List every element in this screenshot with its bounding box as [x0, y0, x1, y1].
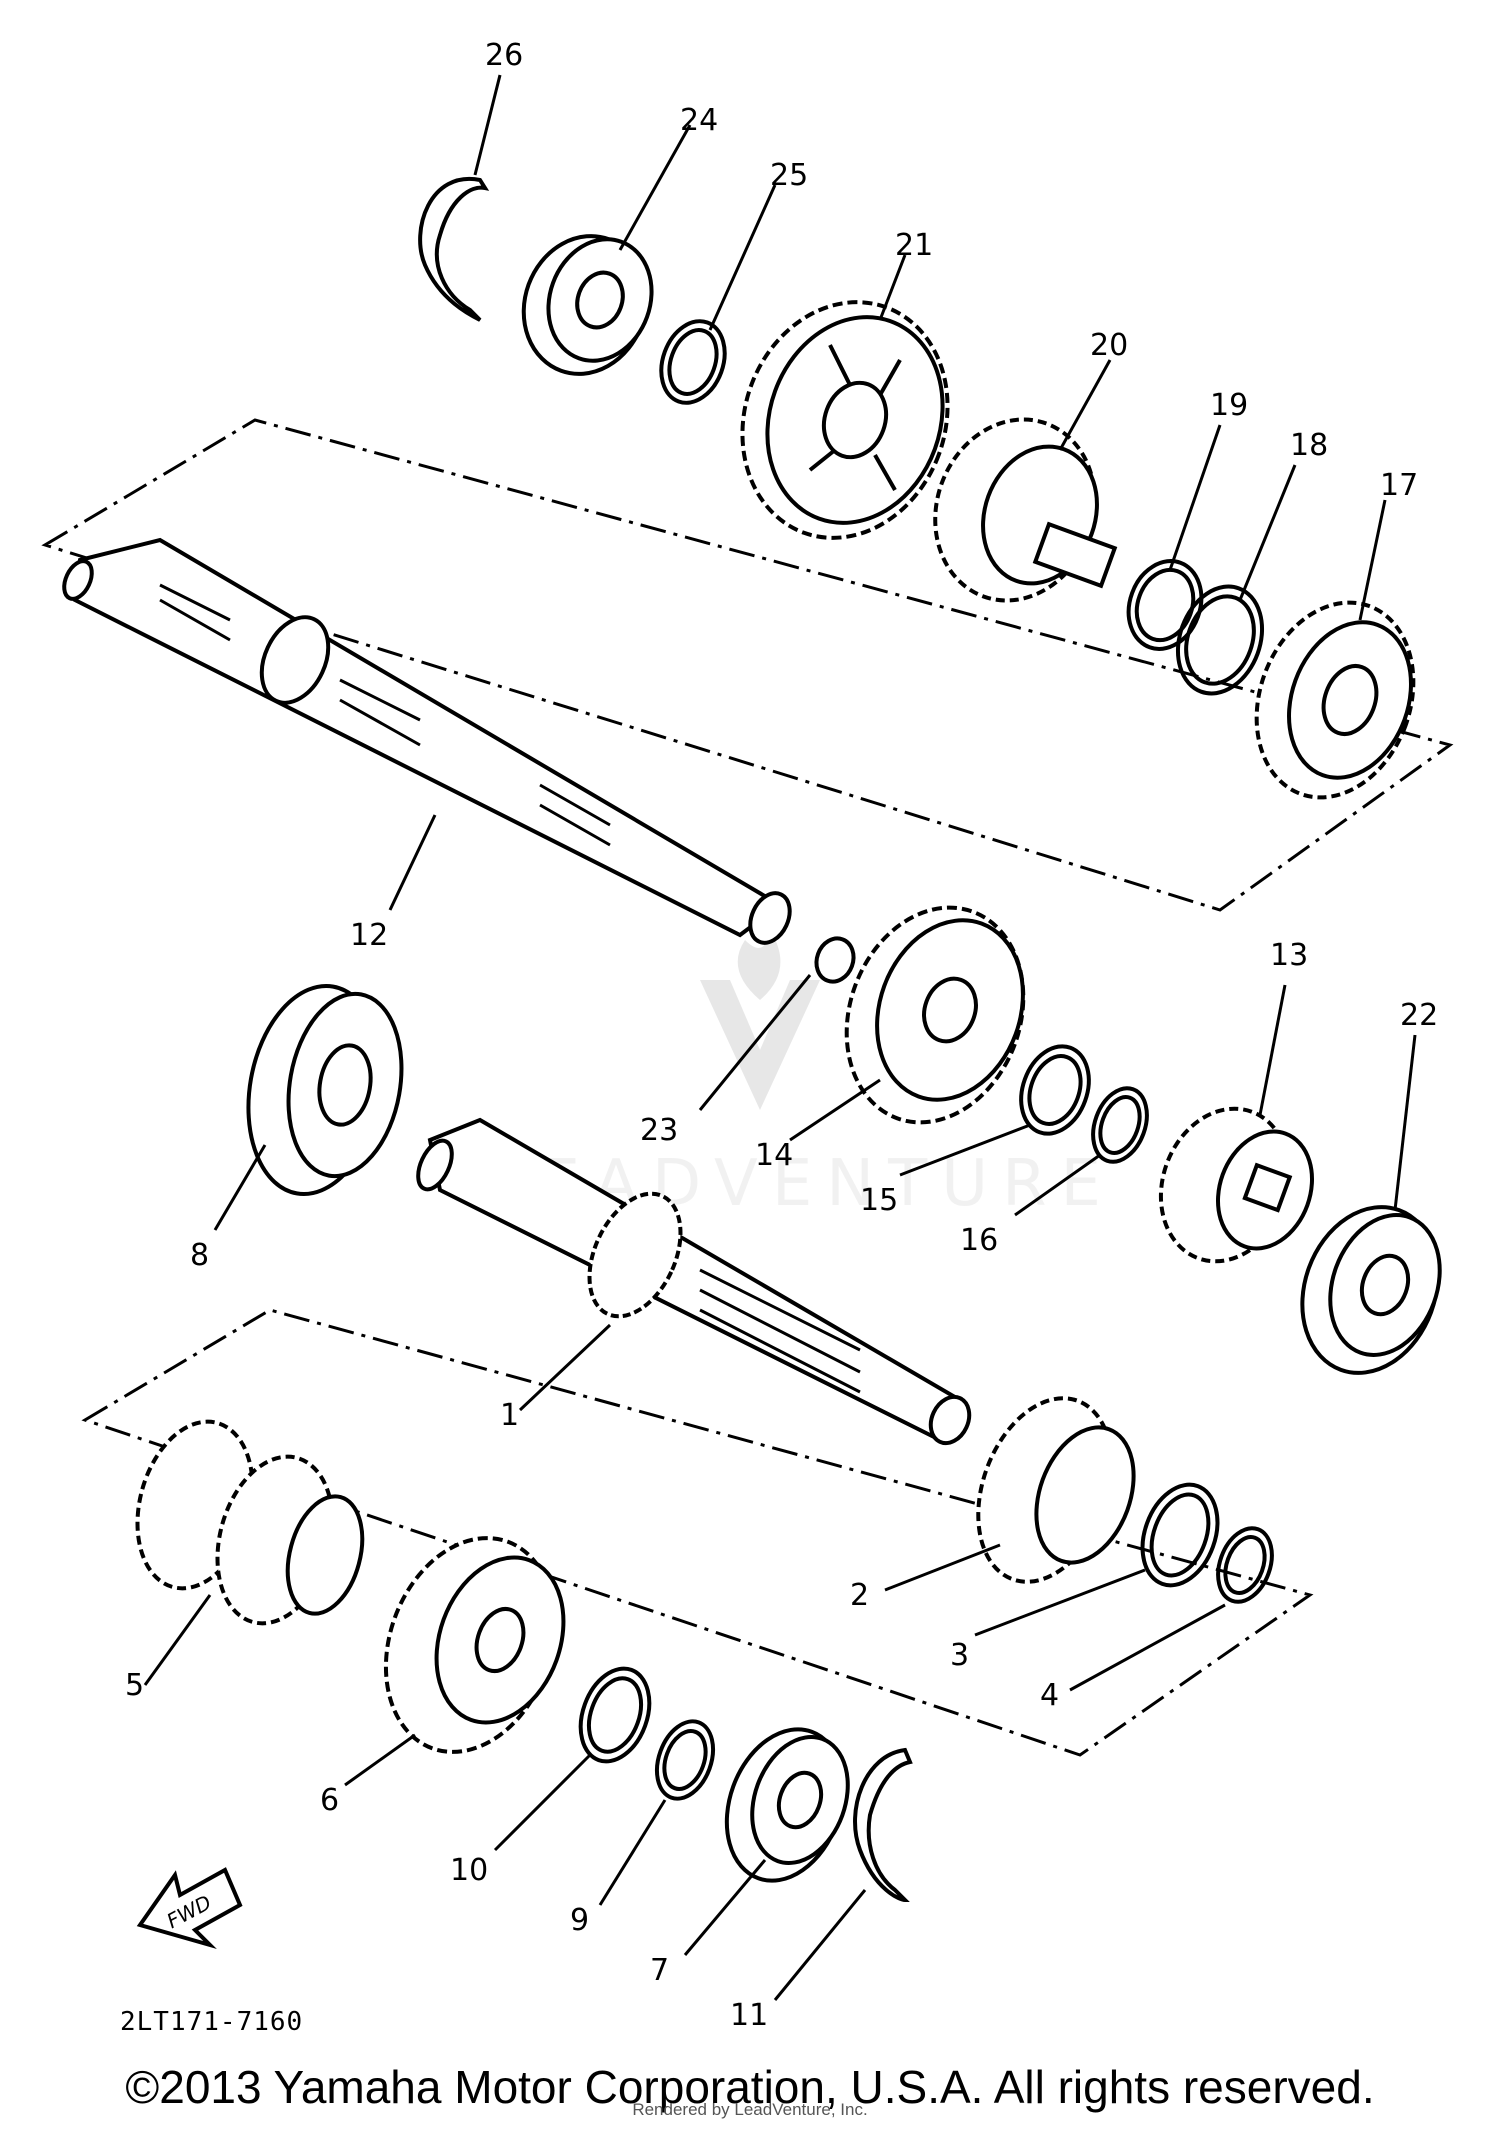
callout-3: 3 [950, 1638, 969, 1673]
callout-12: 12 [350, 918, 388, 953]
callout-11: 11 [730, 1998, 768, 2033]
callout-25: 25 [770, 158, 808, 193]
callout-14: 14 [755, 1138, 793, 1173]
washer-part-10 [578, 1666, 652, 1764]
gear-part-6 [383, 1536, 566, 1754]
circlip-part-19 [1126, 559, 1204, 651]
callout-21: 21 [895, 228, 933, 263]
bearing-part-7 [724, 1727, 850, 1883]
diagram-code: 2LT171-7160 [120, 2007, 303, 2037]
callout-2: 2 [850, 1578, 869, 1613]
callout-9: 9 [570, 1903, 589, 1938]
callout-16: 16 [960, 1223, 998, 1258]
callout-23: 23 [640, 1113, 678, 1148]
washer-part-18 [1175, 584, 1265, 696]
circlip-part-11 [853, 1747, 913, 1903]
shaft-part-1 [416, 1117, 972, 1446]
upper-shaft-group-outline [41, 418, 1454, 912]
bearing-part-24 [521, 234, 654, 376]
copyright-notice: ©2013 Yamaha Motor Corporation, U.S.A. A… [125, 2061, 1375, 2113]
callout-13: 13 [1270, 938, 1308, 973]
lower-shaft-group-outline [81, 1308, 1314, 1757]
collar-part-23 [814, 936, 856, 984]
callout-10: 10 [450, 1853, 488, 1888]
callout-1: 1 [500, 1398, 519, 1433]
washer-part-25 [659, 319, 727, 405]
bearing-part-8 [246, 983, 404, 1197]
callout-20: 20 [1090, 328, 1128, 363]
gear-part-17 [1254, 600, 1416, 800]
circlip-part-26 [418, 176, 490, 322]
gear-part-13 [1158, 1106, 1315, 1264]
callout-7: 7 [650, 1953, 669, 1988]
callout-18: 18 [1290, 428, 1328, 463]
circlip-part-4 [1216, 1526, 1274, 1604]
circlip-part-16 [1091, 1086, 1149, 1164]
shaft-part-12 [62, 537, 792, 945]
gear-part-5 [135, 1419, 365, 1626]
circlip-part-9 [654, 1719, 716, 1801]
callout-24: 24 [680, 103, 718, 138]
callout-19: 19 [1210, 388, 1248, 423]
callout-22: 22 [1400, 998, 1438, 1033]
callout-15: 15 [860, 1183, 898, 1218]
gear-part-20 [933, 417, 1118, 603]
callout-6: 6 [320, 1783, 339, 1818]
bearing-part-22 [1300, 1205, 1442, 1375]
callout-17: 17 [1380, 468, 1418, 503]
fwd-arrow-icon: FWD [136, 1867, 243, 1950]
washer-part-3 [1140, 1482, 1220, 1588]
callout-4: 4 [1040, 1678, 1059, 1713]
callout-8: 8 [190, 1238, 209, 1273]
gear-part-2 [976, 1396, 1136, 1584]
gear-part-14 [844, 905, 1026, 1125]
washer-part-15 [1019, 1044, 1091, 1136]
gear-part-21 [740, 300, 950, 540]
leader-lines [143, 74, 1417, 2001]
callout-26: 26 [485, 38, 523, 73]
callout-5: 5 [125, 1668, 144, 1703]
rendered-by-notice: Rendered by LeadVenture, Inc. [632, 2100, 868, 2119]
